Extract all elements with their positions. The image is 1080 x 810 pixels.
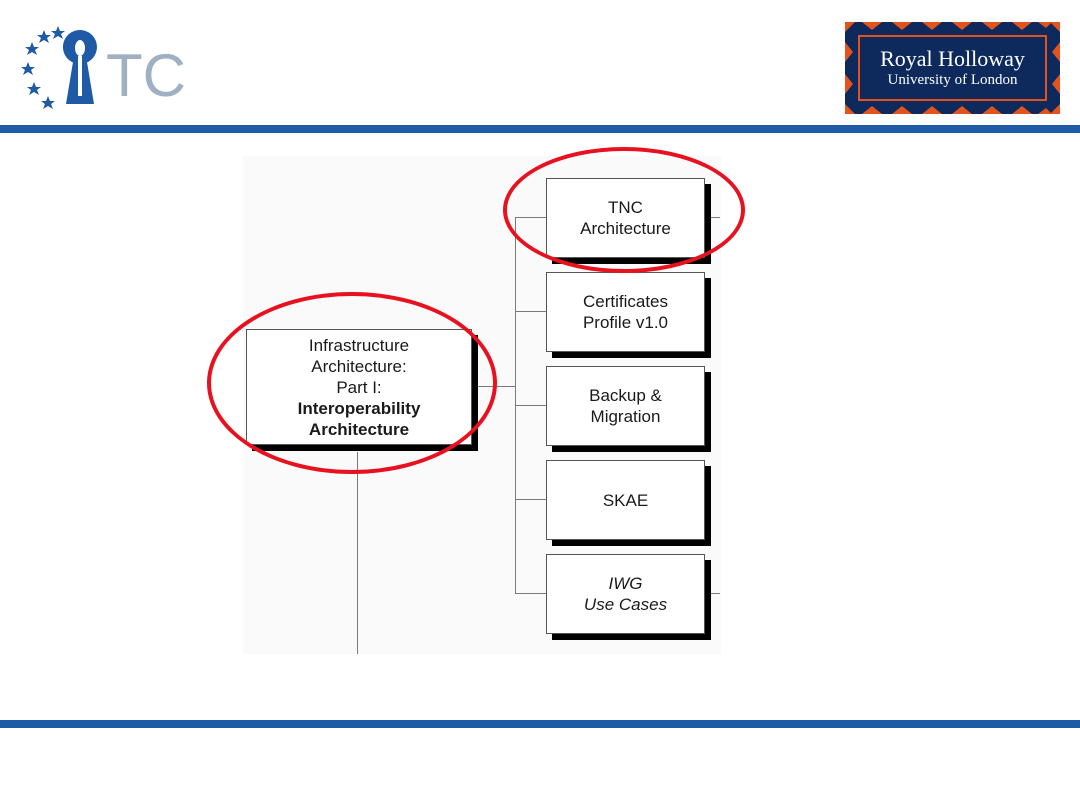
star-ring-icon [21,26,65,109]
branch-4 [515,499,546,500]
child-line: Certificates [582,292,669,311]
child-box-skae: SKAE [546,460,705,540]
child-italic-line: IWG [608,574,643,593]
branch-5 [515,593,546,594]
otc-logo-text: TC [106,42,186,109]
branch-2 [515,311,546,312]
rh-logo-line2: University of London [887,72,1018,88]
child-line: Profile v1.0 [582,313,669,332]
bottom-divider [0,720,1080,728]
child-line: SKAE [602,490,649,510]
child-box-iwg: IWG Use Cases [546,554,705,634]
branch-3 [515,405,546,406]
child-line: Migration [590,407,661,426]
royal-holloway-logo: Royal Holloway University of London [845,22,1060,114]
highlight-ellipse-root [207,292,497,474]
top-divider [0,125,1080,133]
child-box-backup: Backup & Migration [546,366,705,446]
child-line: Backup & [589,386,662,405]
child-box-certificates: Certificates Profile v1.0 [546,272,705,352]
otc-logo: TC [21,26,186,109]
root-connector [478,386,516,387]
stub-5 [710,593,720,594]
rh-logo-line1: Royal Holloway [880,46,1025,71]
child-italic-line: Use Cases [583,595,668,614]
highlight-ellipse-tnc [503,147,745,273]
root-down-line [357,452,358,654]
